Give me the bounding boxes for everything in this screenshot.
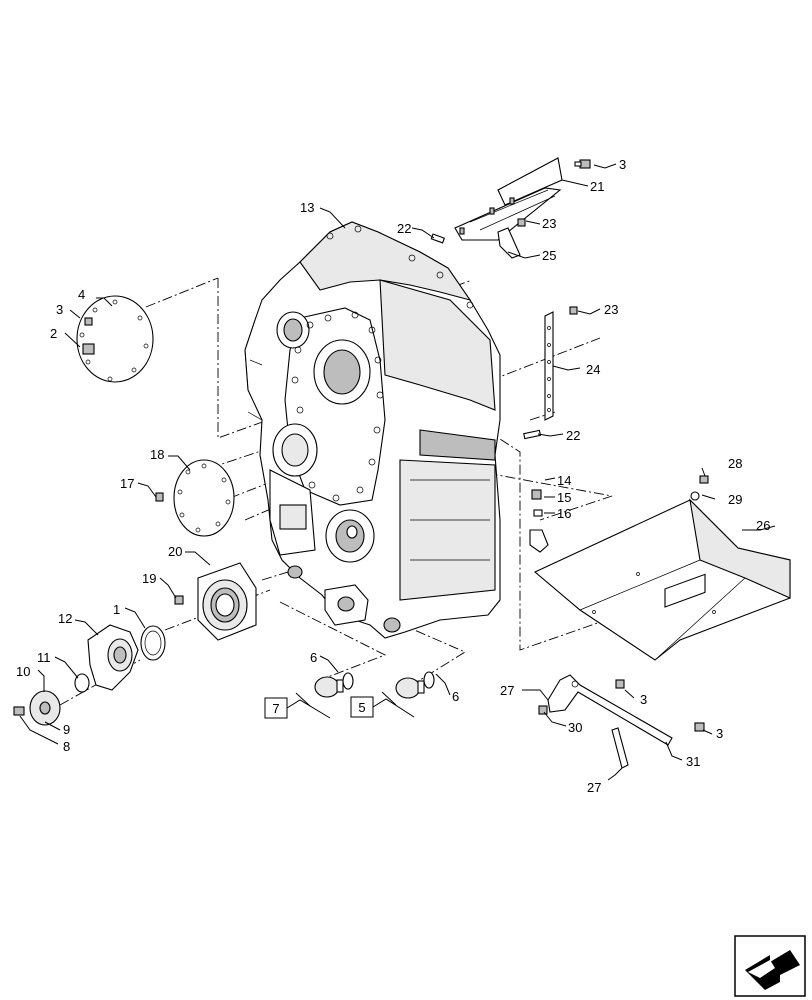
washer [690,491,700,501]
callout-20: 20 [168,544,182,559]
callout-5: 5 [358,700,365,715]
callout-18: 18 [150,447,164,462]
callout-25: 25 [542,248,556,263]
callout-12: 12 [58,611,72,626]
callout-26: 26 [756,518,770,533]
bolt [174,595,184,605]
callout-3: 3 [619,157,626,172]
reference-box-7: 7 [264,692,331,719]
callout-3: 3 [56,302,63,317]
bolt [699,475,709,484]
breather-fitting [529,489,549,553]
callout-22: 22 [397,221,411,236]
transmission-housing [244,221,501,639]
dowel-pin [430,233,446,244]
callout-10: 10 [16,664,30,679]
dowel-pin [523,429,542,440]
cover-plate-18 [173,459,235,537]
next-page-arrow-icon[interactable] [734,935,806,997]
callout-23: 23 [604,302,618,317]
callout-9: 9 [63,722,70,737]
callout-21: 21 [590,179,604,194]
callout-28: 28 [728,456,742,471]
bolt [694,722,705,732]
callout-4: 4 [78,287,85,302]
callout-8: 8 [63,739,70,754]
plug [82,343,95,355]
callout-11: 11 [37,650,51,665]
top-shield-bracket [454,157,563,241]
seal-housing [197,562,257,641]
o-ring [74,673,90,693]
callout-17: 17 [120,476,134,491]
washer-plate [29,690,61,726]
bolt [569,306,578,315]
callout-23: 23 [542,216,556,231]
drain-plug [314,672,354,698]
yoke [87,624,139,691]
bolt [538,705,548,715]
bolt [84,317,93,326]
callout-30: 30 [568,720,582,735]
leader-lines [19,163,776,781]
callout-3: 3 [716,726,723,741]
drain-plug [395,671,435,699]
reference-box-5: 5 [350,691,415,718]
callout-24: 24 [586,362,600,377]
callout-22: 22 [566,428,580,443]
callout-7: 7 [272,701,279,716]
callout-29: 29 [728,492,742,507]
callout-15: 15 [557,490,571,505]
callout-16: 16 [557,506,571,521]
callout-6: 6 [310,650,317,665]
callout-2: 2 [50,326,57,341]
cover-plate-4 [76,295,154,383]
callout-1: 1 [113,602,120,617]
snap-ring [140,625,166,661]
callout-14: 14 [557,473,571,488]
callout-27: 27 [500,683,514,698]
support-bracket [547,674,673,769]
shield-tray [533,498,791,661]
bolt [517,218,526,227]
callout-numbers: 3 21 22 23 25 13 4 3 2 23 24 22 18 17 14… [16,157,770,795]
callout-31: 31 [686,754,700,769]
bolt [13,706,25,716]
callout-6: 6 [452,689,459,704]
bolt [155,492,164,502]
bolt [574,159,591,169]
small-bracket [497,227,521,259]
callout-19: 19 [142,571,156,586]
bolt [615,679,625,689]
callout-3: 3 [640,692,647,707]
callout-13: 13 [300,200,314,215]
callout-27: 27 [587,780,601,795]
side-strip [544,311,554,421]
